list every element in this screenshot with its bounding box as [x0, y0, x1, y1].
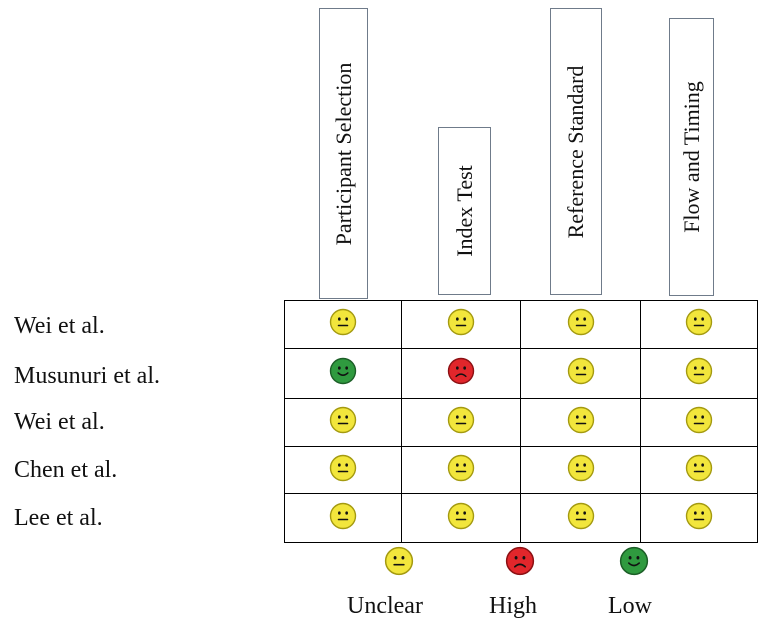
- column-header-label: Reference Standard: [563, 65, 588, 238]
- face-unclear-icon: [447, 454, 475, 487]
- column-header-index-test: Index Test: [438, 127, 491, 295]
- column-header-reference-standard: Reference Standard: [550, 8, 602, 295]
- column-header-label: Participant Selection: [330, 62, 356, 245]
- face-unclear-icon: [685, 454, 713, 487]
- legend-face-high: [505, 546, 535, 581]
- grid-cell: [640, 493, 758, 543]
- study-label: Wei et al.: [14, 313, 105, 339]
- face-unclear-icon: [685, 406, 713, 439]
- column-header-participant-selection: Participant Selection: [319, 8, 368, 299]
- face-unclear-icon: [685, 502, 713, 535]
- grid-cell: [640, 300, 758, 349]
- face-unclear-icon: [447, 308, 475, 341]
- grid-row: [284, 300, 758, 349]
- face-low-icon: [329, 357, 357, 390]
- grid-cell: [284, 348, 402, 399]
- face-low-icon: [619, 546, 649, 581]
- study-label: Musunuri et al.: [14, 363, 160, 389]
- grid-row: [284, 446, 758, 494]
- grid-cell: [401, 446, 521, 494]
- grid-cell: [284, 300, 402, 349]
- legend-face-low: [619, 546, 649, 581]
- legend-label-unclear: Unclear: [347, 593, 423, 619]
- legend-label-high: High: [489, 593, 537, 619]
- grid-cell: [520, 348, 641, 399]
- grid-cell: [640, 446, 758, 494]
- face-high-icon: [505, 546, 535, 581]
- grid-cell: [640, 398, 758, 447]
- grid-cell: [640, 348, 758, 399]
- face-unclear-icon: [329, 308, 357, 341]
- face-high-icon: [447, 357, 475, 390]
- grid-cell: [520, 493, 641, 543]
- face-unclear-icon: [329, 454, 357, 487]
- study-label: Chen et al.: [14, 457, 118, 483]
- grid-row: [284, 398, 758, 447]
- legend-label-low: Low: [608, 593, 652, 619]
- face-unclear-icon: [447, 406, 475, 439]
- face-unclear-icon: [329, 406, 357, 439]
- grid-cell: [401, 300, 521, 349]
- face-unclear-icon: [567, 454, 595, 487]
- grid-cell: [284, 493, 402, 543]
- column-header-label: Flow and Timing: [678, 81, 704, 233]
- face-unclear-icon: [384, 546, 414, 581]
- legend-face-unclear: [384, 546, 414, 581]
- study-label: Lee et al.: [14, 505, 103, 531]
- study-label: Wei et al.: [14, 409, 105, 435]
- grid-cell: [284, 446, 402, 494]
- face-unclear-icon: [567, 502, 595, 535]
- grid-cell: [401, 398, 521, 447]
- column-header-label: Index Test: [451, 165, 477, 257]
- column-header-flow-and-timing: Flow and Timing: [669, 18, 714, 296]
- grid-cell: [520, 446, 641, 494]
- grid-row: [284, 493, 758, 543]
- face-unclear-icon: [447, 502, 475, 535]
- face-unclear-icon: [567, 357, 595, 390]
- grid-cell: [520, 300, 641, 349]
- grid-cell: [520, 398, 641, 447]
- grid-cell: [284, 398, 402, 447]
- risk-of-bias-grid: [284, 300, 758, 543]
- face-unclear-icon: [567, 406, 595, 439]
- face-unclear-icon: [567, 308, 595, 341]
- face-unclear-icon: [329, 502, 357, 535]
- face-unclear-icon: [685, 357, 713, 390]
- grid-row: [284, 348, 758, 399]
- grid-cell: [401, 348, 521, 399]
- grid-cell: [401, 493, 521, 543]
- face-unclear-icon: [685, 308, 713, 341]
